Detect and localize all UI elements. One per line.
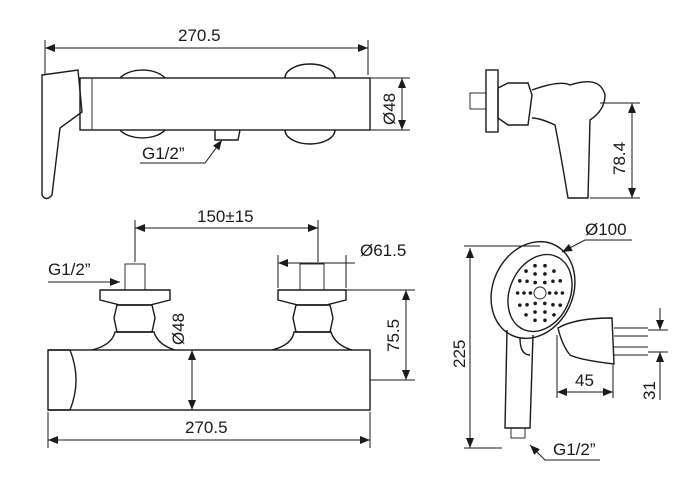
dim-height: 75.5 <box>384 319 403 352</box>
dim-top-inlet-thread: G1/2” <box>142 144 185 163</box>
nozzle-dot <box>533 263 537 268</box>
nozzle-dot <box>558 279 562 283</box>
nozzle-dot <box>551 279 555 284</box>
nozzle-dot <box>543 263 547 268</box>
dim-top-width: 270.5 <box>178 26 221 45</box>
dim-flange-diameter: Ø61.5 <box>360 241 406 260</box>
hand-shower: 225 Ø100 G1/2” <box>450 220 632 461</box>
dim-head-diameter: Ø100 <box>585 220 627 239</box>
nozzle-dot <box>524 313 528 317</box>
wall-holder: 31 45 <box>556 308 668 400</box>
nozzle-dot <box>533 310 537 314</box>
nozzle-dot <box>560 291 565 295</box>
dim-handshower-length: 225 <box>450 340 469 368</box>
dim-centers: 150±15 <box>197 207 254 226</box>
dim-bottom-width: 270.5 <box>185 418 228 437</box>
nozzle-dot <box>533 318 537 323</box>
front-view: 150±15 Ø61.5 G1/2” Ø48 75.5 270.5 <box>47 207 415 448</box>
dim-holder-pins: 31 <box>640 381 659 400</box>
dim-body-diameter: Ø48 <box>169 313 188 345</box>
nozzle-dot <box>543 301 547 306</box>
dim-hose-thread: G1/2” <box>553 440 596 459</box>
dim-side-depth: 78.4 <box>610 142 629 175</box>
nozzle-dot <box>524 269 528 273</box>
dim-top-diameter: Ø48 <box>380 93 399 125</box>
nozzle-dot <box>552 313 556 317</box>
nozzle-dot <box>558 303 562 307</box>
nozzle-dot <box>528 291 533 295</box>
nozzle-dot <box>543 318 547 323</box>
nozzle-dot <box>522 291 526 295</box>
nozzle-dot <box>552 269 556 273</box>
top-view: 270.5 Ø48 G1/2” <box>41 26 410 200</box>
dim-inlet-thread: G1/2” <box>48 260 91 279</box>
nozzle-dot <box>551 302 555 307</box>
nozzle-dot <box>554 291 558 295</box>
nozzle-dot <box>515 291 520 295</box>
side-view: 78.4 <box>469 69 640 199</box>
nozzle-dot <box>518 303 522 307</box>
nozzle-dot <box>547 291 552 295</box>
nozzle-dot <box>518 279 522 283</box>
nozzle-dot <box>543 310 547 314</box>
nozzle-dot <box>525 302 529 307</box>
nozzle-dot <box>533 301 537 306</box>
nozzle-dot <box>543 280 547 285</box>
dim-holder-depth: 45 <box>575 371 594 390</box>
nozzle-dot <box>533 272 537 276</box>
nozzle-dot <box>525 279 529 284</box>
nozzle-dot <box>533 280 537 285</box>
nozzle-dot <box>543 272 547 276</box>
